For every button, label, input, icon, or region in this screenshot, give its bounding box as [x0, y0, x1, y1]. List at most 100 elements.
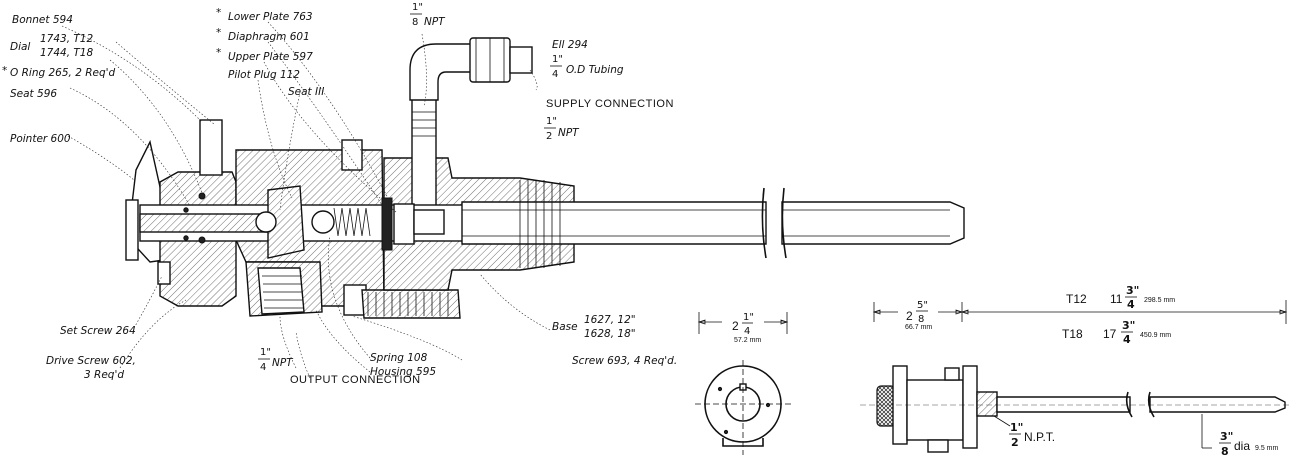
side-knob: [876, 385, 896, 427]
oring-bottom: [198, 236, 206, 244]
spring-coil: [333, 207, 371, 237]
label-spring: Spring 108: [370, 352, 428, 364]
side-npt-den: 2: [1011, 436, 1019, 449]
side-probe: [996, 396, 1131, 413]
label-bonnet: Bonnet 594: [12, 14, 73, 26]
side-flange: [962, 365, 978, 449]
label-drive-screw-1: Drive Screw 602,: [46, 355, 136, 367]
label-pointer: Pointer 600: [10, 133, 71, 145]
star-diaphragm: *: [216, 27, 221, 39]
ball-right: [311, 210, 335, 234]
side-thread: [976, 391, 998, 417]
side-dim-num: 5": [917, 300, 928, 311]
label-lower-plate: Lower Plate 763: [228, 11, 313, 23]
side-dim-mm: 66.7 mm: [905, 324, 932, 331]
label-base-prefix: Base: [552, 321, 578, 333]
npt-eighth-txt: NPT: [424, 16, 446, 28]
break-mark: [761, 187, 787, 259]
sectional-view: [125, 37, 965, 319]
label-diaphragm: Diaphragm 601: [228, 31, 310, 43]
side-dia-txt: dia: [1234, 439, 1250, 453]
side-dim-den: 8: [918, 314, 924, 325]
oring-top: [198, 192, 206, 200]
part-labels: Bonnet 594 Dial 1743, T12 1744, T18 * O …: [2, 2, 677, 386]
label-housing: Housing 595: [370, 366, 436, 378]
npt-quarter-den: 4: [260, 362, 266, 373]
npt-quarter-txt: NPT: [272, 357, 294, 369]
t12-mm: 298.5 mm: [1144, 297, 1175, 304]
t12-whole: 11: [1110, 292, 1123, 306]
label-oring: O Ring 265, 2 Req'd: [10, 67, 116, 79]
label-ell: Ell 294: [552, 39, 588, 51]
t18-num: 3": [1122, 319, 1135, 332]
front-dim-den: 4: [744, 326, 750, 337]
side-npt-num: 1": [1010, 421, 1023, 434]
label-supply: SUPPLY CONNECTION: [546, 98, 674, 110]
base-boss: [361, 289, 461, 319]
side-dia-den: 8: [1221, 445, 1229, 458]
label-oring-star: *: [2, 65, 7, 77]
t12-num: 3": [1126, 284, 1139, 297]
side-probe-end: [1149, 396, 1286, 413]
side-dia-num: 3": [1220, 430, 1233, 443]
dial-plate: [125, 199, 139, 261]
tubing-txt: O.D Tubing: [566, 64, 624, 76]
probe-tube: [461, 201, 767, 245]
leader-lines: [61, 21, 551, 379]
side-top-tab: [944, 367, 960, 381]
ball-left: [255, 211, 277, 233]
tubing-num: 1": [552, 54, 563, 65]
ell-fitting: [409, 43, 473, 101]
plate-right: [393, 203, 415, 245]
npt-half-num: 1": [546, 116, 557, 127]
front-dim-num: 1": [743, 312, 754, 323]
t18-mm: 450.9 mm: [1140, 332, 1171, 339]
label-output: OUTPUT CONNECTION: [290, 374, 421, 386]
stem: [139, 213, 271, 233]
output-port: [257, 267, 305, 315]
front-view: 2 1" 4 57.2 mm: [695, 312, 791, 455]
star-lower-plate: *: [216, 7, 221, 19]
probe-tube-end: [781, 201, 965, 245]
label-dial-prefix: Dial: [10, 41, 30, 53]
diaphragm-stack: [381, 197, 393, 251]
seat-block: [267, 185, 305, 259]
label-upper-plate: Upper Plate 597: [228, 51, 313, 63]
label-screw693: Screw 693, 4 Req'd.: [572, 355, 677, 367]
t12-den: 4: [1127, 298, 1135, 311]
npt-half-txt: NPT: [558, 127, 580, 139]
side-housing: [906, 379, 964, 441]
side-dim-whole: 2: [906, 309, 913, 323]
t18-code: T18: [1062, 327, 1083, 341]
t12-code: T12: [1066, 292, 1087, 306]
label-set-screw: Set Screw 264: [60, 325, 136, 337]
label-dial-2: 1744, T18: [40, 47, 93, 59]
label-seat111: Seat III: [288, 86, 324, 98]
t18-den: 4: [1123, 333, 1131, 346]
t18-whole: 17: [1103, 327, 1117, 341]
side-lower-boss: [927, 439, 949, 453]
side-dia-mm: 9.5 mm: [1255, 445, 1279, 452]
label-pilot-plug: Pilot Plug 112: [228, 69, 300, 81]
label-drive-screw-2: 3 Req'd: [84, 369, 124, 381]
pilot-block: [413, 209, 445, 235]
supply-pipe: [411, 87, 437, 207]
side-view: 2 5" 8 66.7 mm T12 11 3" 4 298.5 mm T18 …: [860, 284, 1289, 458]
star-upper-plate: *: [216, 47, 221, 59]
npt-eighth-den: 8: [412, 17, 418, 28]
label-seat596: Seat 596: [10, 88, 57, 100]
bonnet-lug: [199, 119, 223, 176]
housing-knob: [341, 139, 363, 171]
tubing-stub: [509, 46, 533, 74]
label-base-2: 1628, 18": [584, 328, 636, 340]
front-dim-whole: 2: [732, 319, 739, 333]
tubing-den: 4: [552, 69, 558, 80]
npt-eighth-num: 1": [412, 2, 423, 13]
front-dim-mm: 57.2 mm: [734, 337, 761, 344]
label-dial-1: 1743, T12: [40, 33, 93, 45]
npt-quarter-num: 1": [260, 347, 271, 358]
npt-half-den: 2: [546, 131, 552, 142]
side-npt-txt: N.P.T.: [1024, 430, 1055, 444]
label-base-1: 1627, 12": [584, 314, 636, 326]
